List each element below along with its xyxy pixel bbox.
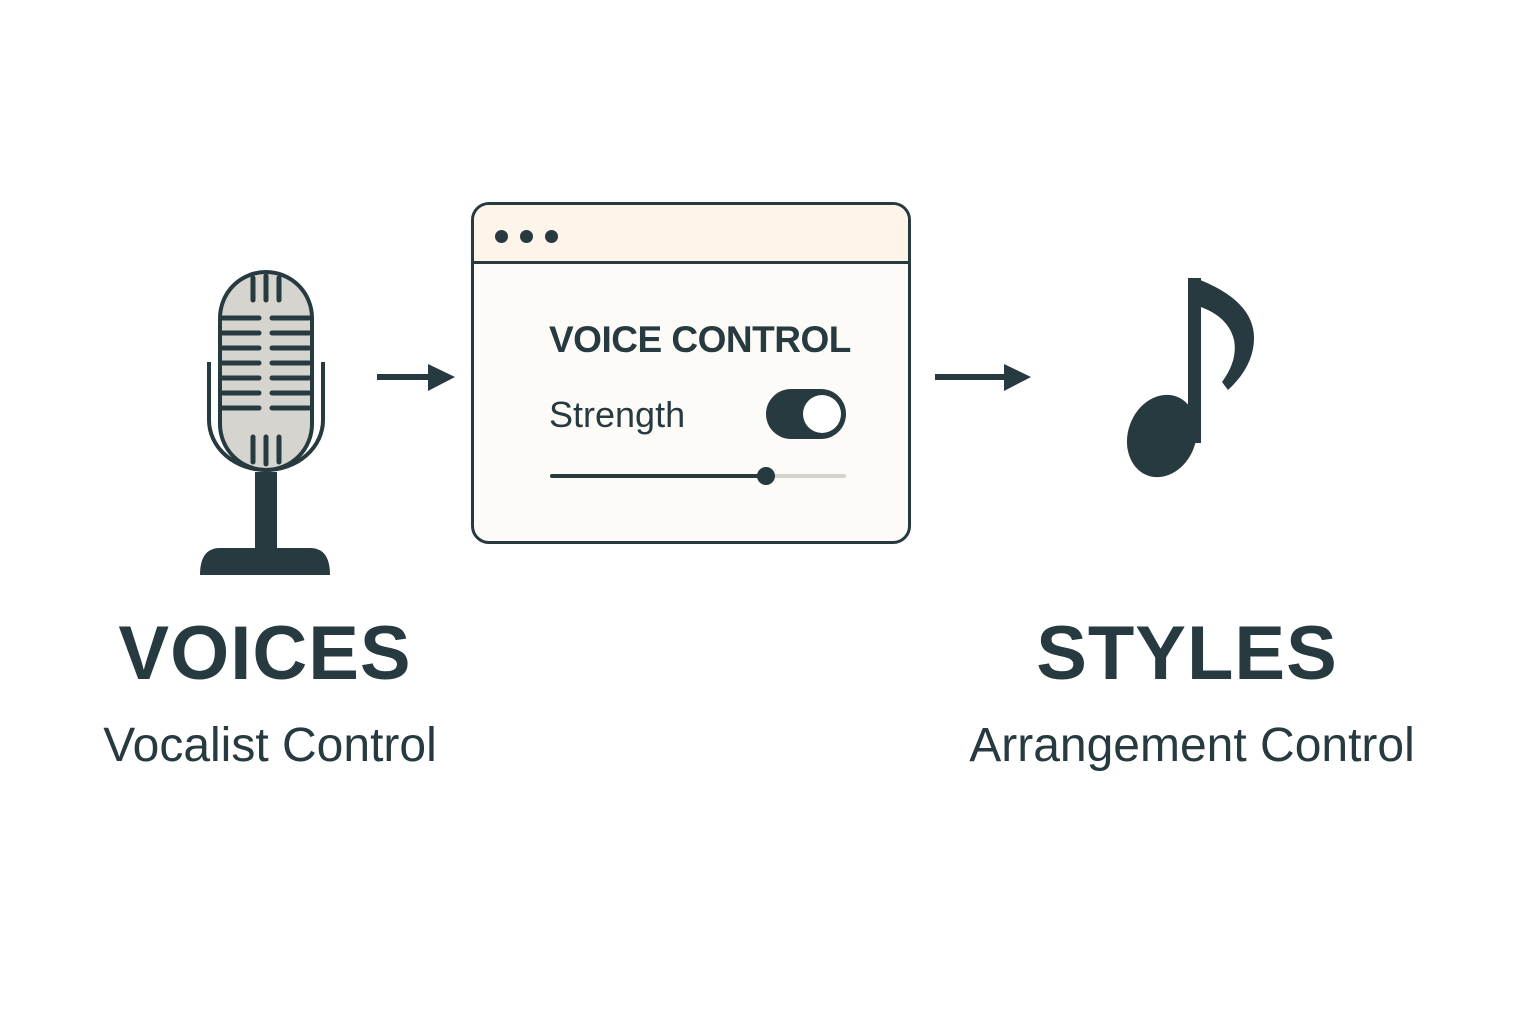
slider-fill [550,474,767,478]
window-dot-icon[interactable] [520,230,533,243]
strength-slider[interactable] [550,467,846,485]
arrow-right-icon [935,364,1031,391]
toggle-knob [803,395,841,433]
strength-label: Strength [549,394,686,435]
voices-title: VOICES [118,611,412,696]
window-dot-icon[interactable] [495,230,508,243]
music-note-icon [1126,278,1254,478]
window-title: VOICE CONTROL [549,319,851,360]
window-titlebar [474,205,908,264]
arrow-right-icon [377,364,455,391]
slider-thumb[interactable] [757,467,776,485]
microphone-icon [200,270,330,575]
window-dot-icon[interactable] [545,230,558,243]
voice-control-window: VOICE CONTROL Strength [471,202,911,544]
voices-subtitle: Vocalist Control [103,719,437,772]
styles-subtitle: Arrangement Control [969,719,1415,772]
styles-title: STYLES [1036,611,1338,696]
strength-toggle[interactable] [766,389,846,439]
